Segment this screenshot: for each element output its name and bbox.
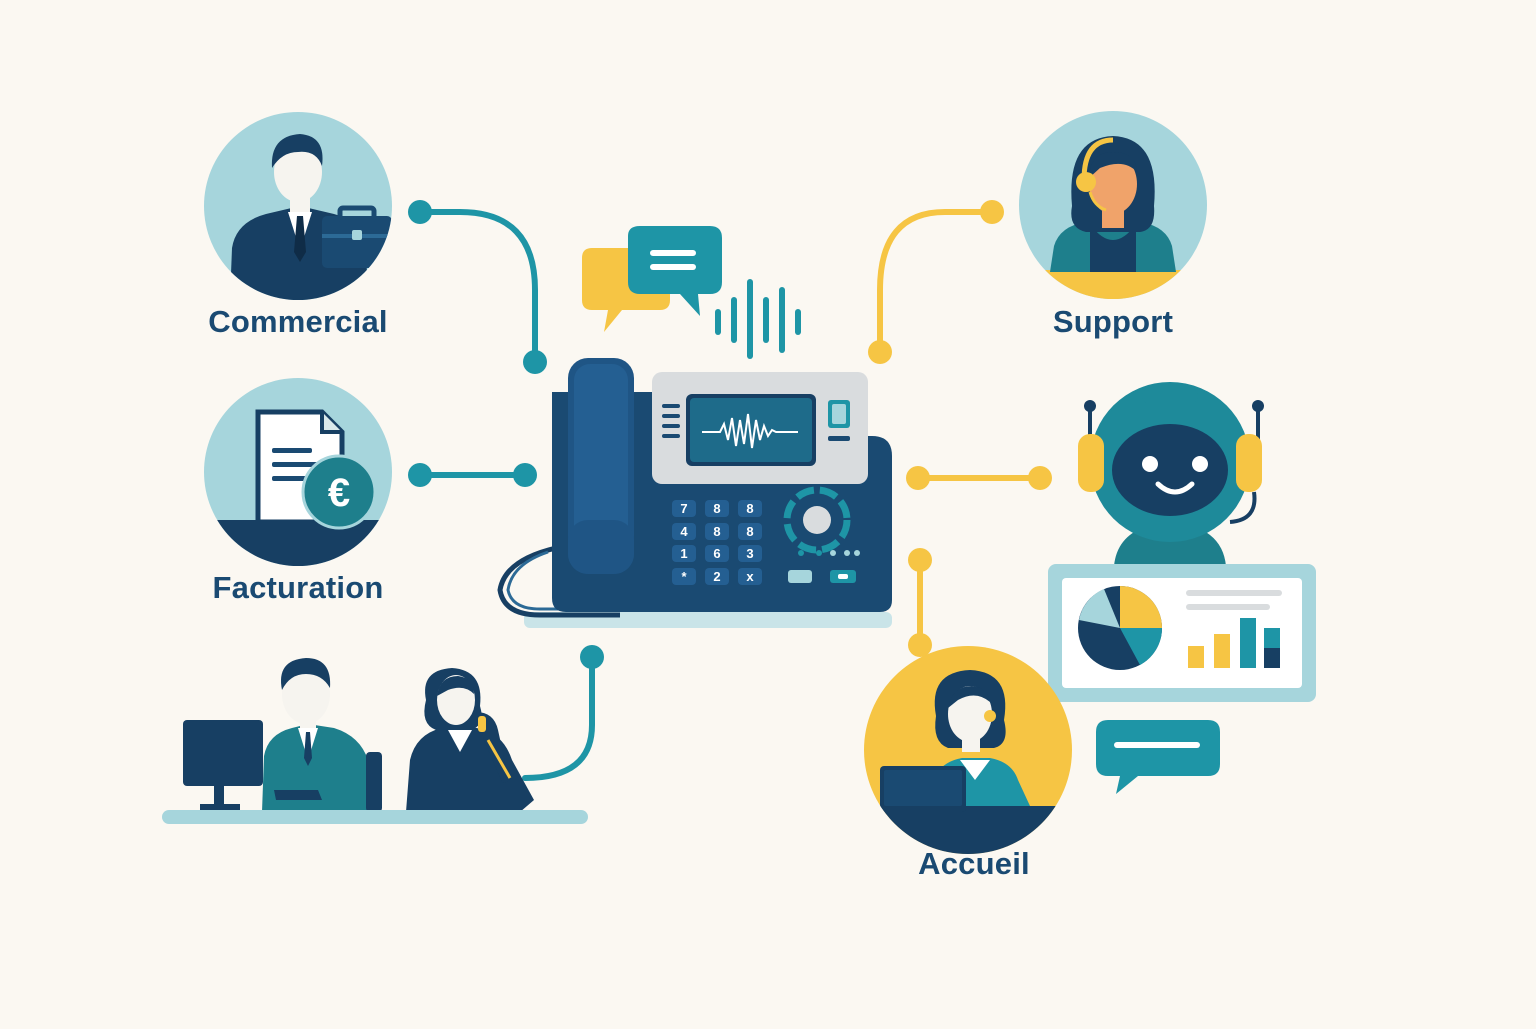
sound-wave-icon bbox=[715, 279, 801, 359]
analytics-dashboard-icon bbox=[1048, 564, 1316, 702]
label-facturation: Facturation bbox=[212, 570, 384, 605]
commercial-node bbox=[204, 112, 392, 300]
euro-symbol: € bbox=[328, 471, 350, 515]
connector-commercial bbox=[408, 200, 547, 374]
chatbot-robot-icon bbox=[1078, 382, 1264, 566]
connector-support bbox=[868, 200, 1004, 364]
chat-bubbles-icon bbox=[582, 226, 722, 332]
phone-keypad: 7 8 8 4 8 8 1 6 3 * 2 x bbox=[672, 500, 762, 585]
key-r2c3: 8 bbox=[746, 524, 753, 539]
desk-phone: 7 8 8 4 8 8 1 6 3 * 2 x bbox=[497, 358, 892, 628]
key-r1c2: 8 bbox=[713, 501, 720, 516]
support-node bbox=[1019, 111, 1207, 299]
key-r1c1: 7 bbox=[680, 501, 687, 516]
accueil-node bbox=[864, 646, 1072, 854]
label-commercial: Commercial bbox=[208, 304, 388, 339]
pie-chart-graphic bbox=[1078, 586, 1162, 670]
key-r3c3: 3 bbox=[746, 546, 753, 561]
man-at-computer bbox=[183, 658, 382, 812]
bar-chart-graphic bbox=[1188, 618, 1280, 668]
receptionist-icon bbox=[864, 670, 1072, 854]
key-r3c2: 6 bbox=[713, 546, 720, 561]
key-r4c2: 2 bbox=[713, 569, 720, 584]
connector-accueil bbox=[908, 548, 932, 657]
key-r2c2: 8 bbox=[713, 524, 720, 539]
phone-nav-wheel bbox=[783, 486, 860, 583]
label-support: Support bbox=[1052, 304, 1174, 339]
connector-bot bbox=[906, 466, 1052, 490]
key-r1c3: 8 bbox=[746, 501, 753, 516]
businessman-icon bbox=[230, 134, 392, 300]
connector-team bbox=[522, 645, 604, 781]
key-r4c3: x bbox=[746, 569, 754, 584]
label-accueil: Accueil bbox=[918, 846, 1030, 881]
connector-facturation bbox=[408, 463, 537, 487]
key-r3c1: 1 bbox=[680, 546, 687, 561]
accueil-chat-bubble-icon bbox=[1096, 720, 1220, 794]
key-r4c1: * bbox=[681, 569, 687, 584]
key-r2c1: 4 bbox=[680, 524, 688, 539]
woman-on-phone bbox=[406, 668, 534, 812]
team-desk-illustration bbox=[162, 658, 588, 824]
phone-cord bbox=[497, 545, 620, 618]
facturation-node: € bbox=[204, 378, 392, 566]
desk bbox=[162, 810, 588, 824]
